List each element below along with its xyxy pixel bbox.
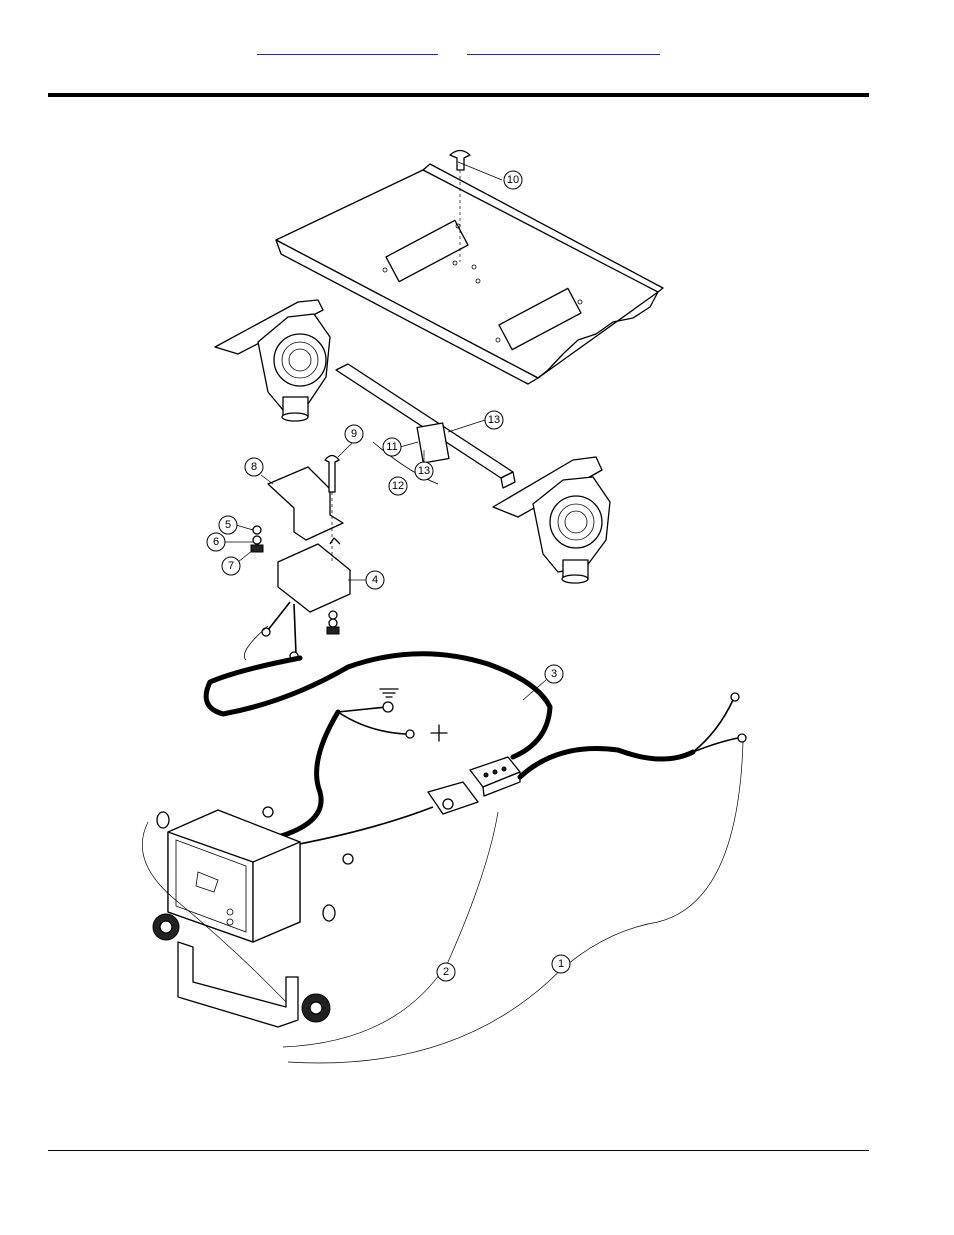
- callout-11: 12: [392, 480, 404, 492]
- footer-rule: [48, 1150, 869, 1151]
- ground-lead: [338, 707, 386, 712]
- callout-9: 9: [351, 428, 357, 440]
- callout-3: 3: [551, 668, 557, 680]
- plug-connector: [278, 782, 478, 848]
- monitor-cable: [278, 712, 338, 837]
- callout-12: 11: [386, 441, 397, 453]
- callout-2: 2: [443, 966, 449, 978]
- ground-symbol: [380, 689, 398, 697]
- callout-8: 8: [251, 461, 257, 473]
- previous-page-link[interactable]: [257, 40, 438, 55]
- callout-13-lower: 13: [418, 465, 430, 477]
- header-rule: [48, 93, 869, 97]
- callout-7: 7: [228, 560, 234, 572]
- callout-4: 4: [372, 574, 378, 586]
- left-hub: [215, 300, 330, 421]
- callout-5: 5: [225, 519, 231, 531]
- power-lead-2: [693, 738, 738, 752]
- sensor-leads: [244, 602, 298, 660]
- next-page-link[interactable]: [467, 40, 660, 55]
- monitor-unit: [168, 810, 300, 942]
- callout-1: 1: [558, 958, 564, 970]
- junction-connector: [470, 757, 520, 796]
- mounting-plate: [276, 164, 663, 384]
- positive-lead: [338, 712, 406, 734]
- callout-10: 10: [507, 174, 519, 186]
- power-cable: [520, 749, 693, 777]
- parts-diagram: 10 9 8 5 6 7 4 11 13 13 12 3 2 1: [118, 142, 760, 1077]
- plus-symbol: [431, 725, 447, 741]
- callout-13-upper: 13: [488, 414, 500, 426]
- callout-6: 6: [213, 536, 219, 548]
- sensor-bracket: [251, 456, 350, 635]
- main-cable-3: [206, 654, 550, 757]
